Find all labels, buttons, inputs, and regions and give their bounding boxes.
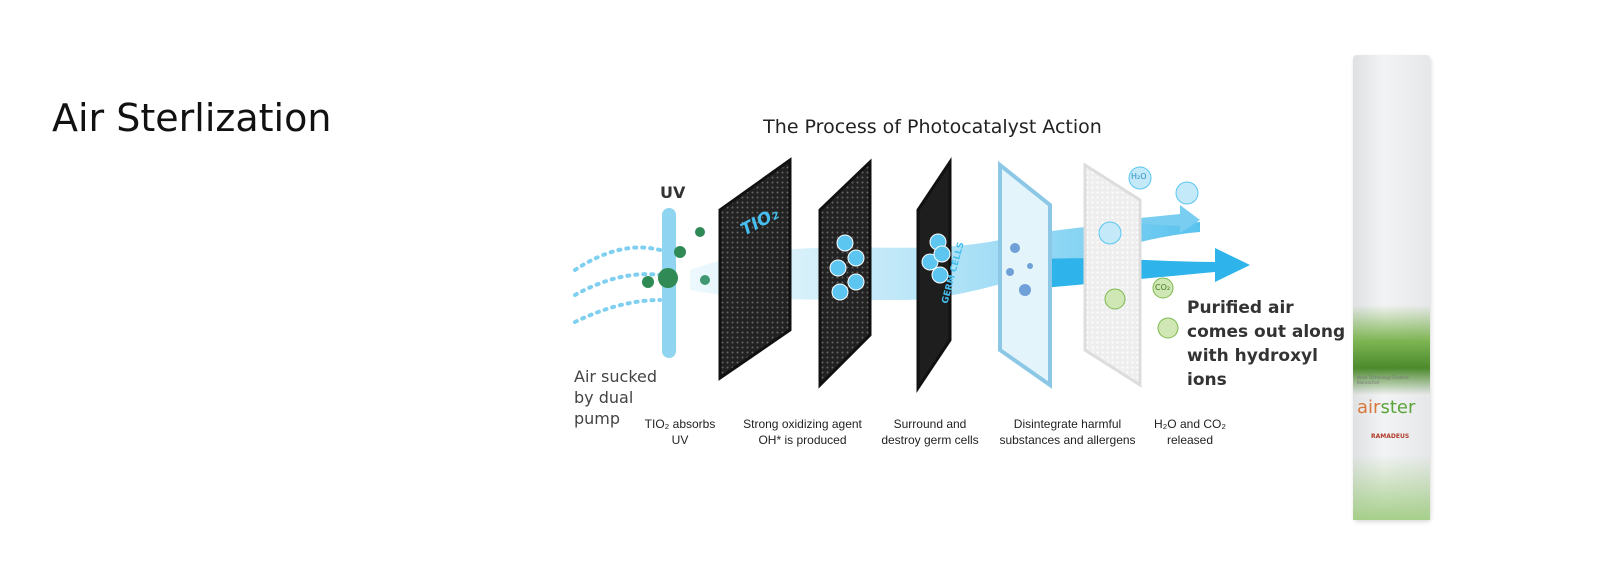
- diagram-title: The Process of Photocatalyst Action: [763, 116, 1102, 138]
- page-title: Air Sterlization: [52, 96, 332, 140]
- co2-label: CO₂: [1155, 283, 1171, 292]
- panel-filter: [998, 160, 1052, 389]
- intake-dots: [573, 245, 662, 324]
- panel-ohs: [818, 158, 872, 389]
- product-logo: airster: [1357, 397, 1416, 418]
- panel-mesh: [1083, 162, 1142, 388]
- uv-label: UV: [660, 183, 686, 202]
- h2o-label: H₂O: [1131, 172, 1147, 181]
- output-label: Purified air comes out along with hydrox…: [1187, 298, 1346, 390]
- panel-tio2: [718, 157, 792, 381]
- product-tagline: Nano Technology Enabled Bioreactive: [1357, 375, 1409, 385]
- output-arrow-small: [1100, 205, 1200, 233]
- product-image: Nano Technology Enabled Bioreactive airs…: [1353, 55, 1430, 520]
- intake-label: Air sucked by dual pump: [574, 367, 658, 428]
- maker-logo: RAMADEUS: [1371, 433, 1410, 440]
